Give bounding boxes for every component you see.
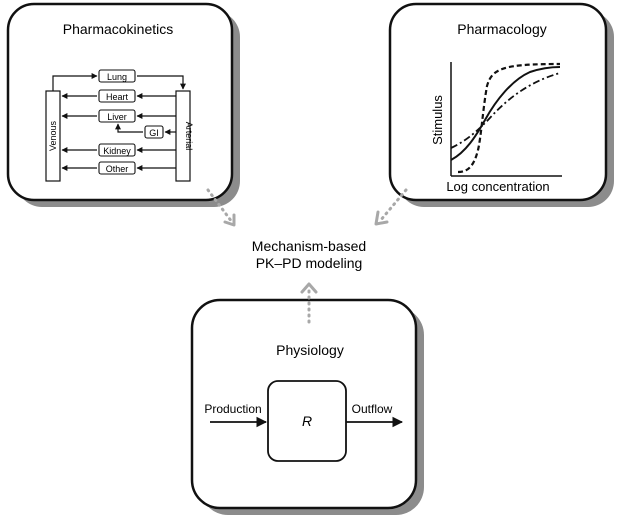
pharmacology-panel: Pharmacology Stimulus Log concentration — [388, 2, 614, 207]
venous-label: Venous — [48, 120, 58, 151]
physiology-panel: Physiology R Production Outflow — [190, 298, 424, 515]
center-label: Mechanism-based PK–PD modeling — [252, 238, 366, 271]
response-compartment — [267, 380, 347, 462]
physiology-title: Physiology — [276, 342, 344, 358]
organ-label: Lung — [107, 72, 127, 82]
physiology-to-center-arrow — [300, 282, 318, 324]
organ-box-heart: Heart — [98, 89, 136, 103]
center-label-line2: PK–PD modeling — [256, 255, 363, 271]
organ-box-liver: Liver — [98, 109, 136, 123]
organ-label: Other — [106, 164, 129, 174]
dose-response-axes — [450, 62, 562, 177]
dotted-connectors — [206, 188, 408, 324]
outflow-label: Outflow — [352, 402, 393, 416]
organ-label: Liver — [107, 112, 127, 122]
organ-box-kidney: Kidney — [98, 143, 136, 157]
arterial-compartment — [175, 90, 191, 182]
pharmacology-to-center-arrow — [374, 188, 408, 226]
organ-box-gi: GI — [144, 125, 164, 139]
log-concentration-axis-label: Log concentration — [446, 179, 549, 194]
arterial-label: Arterial — [184, 122, 194, 151]
center-label-line1: Mechanism-based — [252, 238, 366, 254]
pharmacology-title: Pharmacology — [457, 21, 547, 37]
response-state-label: R — [302, 413, 312, 429]
stimulus-axis-label: Stimulus — [430, 95, 445, 145]
organ-flow-lines — [61, 93, 176, 171]
curve-solid — [450, 66, 561, 161]
organ-label: Kidney — [103, 146, 131, 156]
organ-label: GI — [149, 128, 159, 138]
lung-flow-lines — [52, 73, 186, 91]
organ-box-other: Other — [98, 161, 136, 175]
pk-to-center-arrow — [206, 188, 236, 227]
organ-box-lung: Lung — [98, 69, 136, 83]
pharmacokinetics-title: Pharmacokinetics — [63, 21, 174, 37]
organ-label: Heart — [106, 92, 129, 102]
curve-shallow-dashdot — [450, 72, 561, 149]
production-label: Production — [204, 402, 261, 416]
pharmacokinetics-panel: Pharmacokinetics Venous Arterial Lun — [6, 2, 240, 207]
